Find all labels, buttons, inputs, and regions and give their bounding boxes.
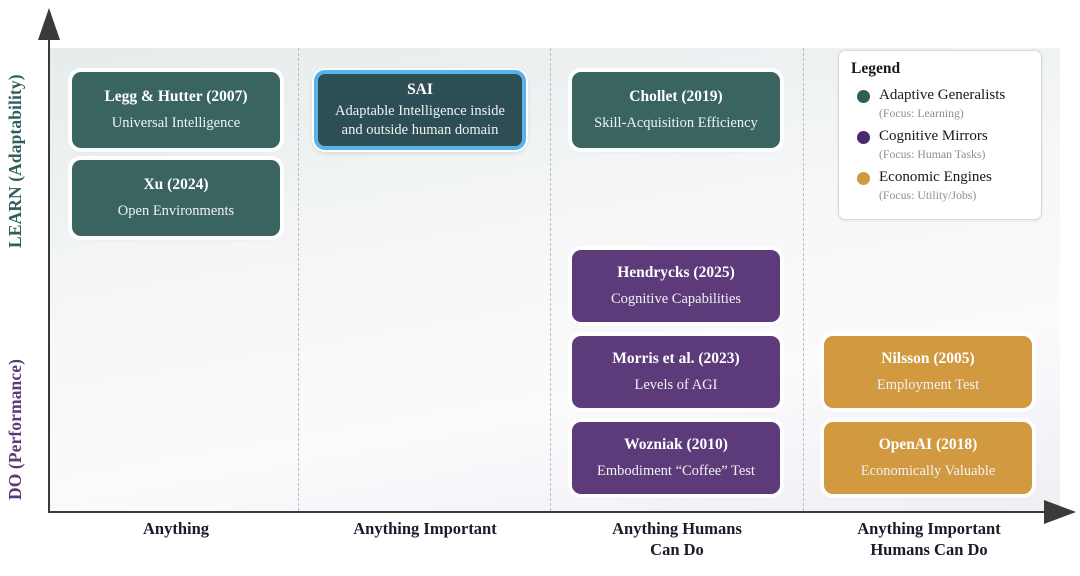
card-title: Chollet (2019): [629, 88, 723, 106]
card-subtitle: Cognitive Capabilities: [610, 290, 742, 307]
legend-item-label: Economic Engines: [879, 168, 992, 185]
card-legg-hutter[interactable]: Legg & Hutter (2007) Universal Intellige…: [72, 72, 280, 148]
legend-panel: Legend Adaptive Generalists (Focus: Lear…: [838, 50, 1042, 221]
column-divider-1: [298, 48, 299, 511]
card-subtitle: Levels of AGI: [634, 376, 718, 393]
card-subtitle: Adaptable Intelligence inside and outsid…: [335, 102, 505, 138]
legend-item-economic-engines[interactable]: Economic Engines (Focus: Utility/Jobs): [851, 168, 1029, 204]
column-divider-3: [803, 48, 804, 511]
legend-item-focus: (Focus: Human Tasks): [879, 146, 986, 161]
card-title: Hendrycks (2025): [617, 264, 735, 282]
card-chollet[interactable]: Chollet (2019) Skill-Acquisition Efficie…: [572, 72, 780, 148]
y-axis-title-do: DO (Performance): [5, 358, 25, 500]
legend-item-adaptive-generalists[interactable]: Adaptive Generalists (Focus: Learning): [851, 86, 1029, 122]
card-subtitle: Universal Intelligence: [111, 114, 241, 131]
card-title: SAI: [407, 81, 433, 99]
y-axis-title-learn: LEARN (Adaptability): [5, 74, 25, 248]
legend-title: Legend: [851, 60, 901, 77]
card-subtitle: Embodiment “Coffee” Test: [597, 462, 755, 479]
y-axis-line: [48, 30, 50, 512]
legend-item-focus: (Focus: Learning): [879, 105, 964, 120]
card-title: Legg & Hutter (2007): [104, 88, 248, 106]
card-nilsson[interactable]: Nilsson (2005) Employment Test: [824, 336, 1032, 408]
card-morris[interactable]: Morris et al. (2023) Levels of AGI: [572, 336, 780, 408]
card-openai[interactable]: OpenAI (2018) Economically Valuable: [824, 422, 1032, 494]
x-tick-label-anything-important: Anything Important: [353, 519, 497, 538]
card-hendrycks[interactable]: Hendrycks (2025) Cognitive Capabilities: [572, 250, 780, 322]
card-title: Morris et al. (2023): [612, 350, 740, 368]
legend-dot-icon: [857, 171, 870, 185]
legend-item-focus: (Focus: Utility/Jobs): [879, 187, 977, 202]
card-title: Xu (2024): [143, 176, 209, 194]
column-divider-2: [550, 48, 551, 511]
legend-item-label: Adaptive Generalists: [879, 87, 1006, 103]
legend-dot-icon: [857, 130, 870, 144]
card-subtitle: Employment Test: [876, 376, 980, 393]
legend-item-cognitive-mirrors[interactable]: Cognitive Mirrors (Focus: Human Tasks): [851, 127, 1029, 163]
card-xu[interactable]: Xu (2024) Open Environments: [72, 160, 280, 236]
card-wozniak[interactable]: Wozniak (2010) Embodiment “Coffee” Test: [572, 422, 780, 494]
x-tick-label-anything: Anything: [142, 519, 210, 538]
card-title: Wozniak (2010): [624, 436, 728, 454]
legend-item-label: Cognitive Mirrors: [879, 127, 988, 144]
y-axis-arrow-icon: [38, 8, 60, 40]
x-axis-line: [48, 511, 1048, 513]
card-subtitle: Open Environments: [117, 202, 235, 219]
card-title: OpenAI (2018): [878, 436, 978, 454]
card-subtitle: Economically Valuable: [860, 462, 996, 479]
card-title: Nilsson (2005): [881, 350, 975, 368]
legend-dot-icon: [857, 90, 870, 103]
x-axis-arrow-icon: [1044, 500, 1076, 524]
card-sai-highlighted[interactable]: SAI Adaptable Intelligence inside and ou…: [314, 70, 526, 150]
card-subtitle: Skill-Acquisition Efficiency: [594, 114, 758, 131]
